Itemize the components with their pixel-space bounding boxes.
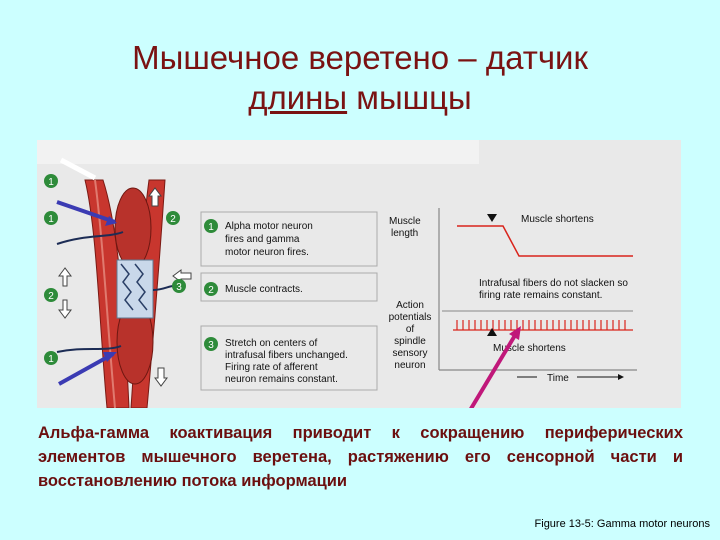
title-line-2: длины мышцы [0,78,720,118]
ap-label-1: Action [396,300,424,311]
marker-1c: 1 [44,351,58,365]
magenta-arrowhead [509,326,521,340]
blue-arrowhead-bottom [103,352,117,362]
marker-1a: 1 [44,174,58,188]
svg-text:1: 1 [48,354,54,365]
shorten-marker-bottom [487,328,497,336]
white-pointer-arrow [59,157,97,181]
intrafusal-note-2: firing rate remains constant. [479,290,602,301]
stretch-arrow-up [58,267,72,287]
title-underlined-word: длины [248,79,348,116]
svg-text:motor neuron fires.: motor neuron fires. [225,247,309,258]
motor-neuron-axon-lower [56,345,122,353]
muscle-length-trace [457,225,633,257]
muscle-shortens-bottom-label: Muscle shortens [493,343,566,354]
shorten-marker-top [487,214,497,222]
title-line-1: Мышечное веретено – датчик [132,39,588,76]
svg-text:fires and gamma: fires and gamma [225,234,300,245]
svg-text:3: 3 [208,340,214,351]
svg-text:1: 1 [48,214,54,225]
svg-text:2: 2 [170,214,176,225]
title-line-2-rest: мышцы [347,79,472,116]
svg-text:1: 1 [48,177,54,188]
svg-text:neuron remains constant.: neuron remains constant. [225,374,338,385]
ap-label-5: sensory [392,348,427,359]
magenta-pointer-arrow [469,330,519,408]
svg-text:3: 3 [176,282,182,293]
intrafusal-note-1: Intrafusal fibers do not slacken so [479,278,628,289]
figure-svg: 1 1 2 3 2 1 1 Alpha motor neuron fires a… [44,157,637,408]
time-label: Time [547,373,569,384]
marker-2b: 2 [44,288,58,302]
blue-pointer-arrow-top [56,200,116,224]
spindle-pole-top [114,187,152,269]
svg-text:Stretch on centers of: Stretch on centers of [225,338,317,349]
graph: Muscle length Action potentials of spind… [389,208,637,384]
afferent-axon [152,285,174,291]
slide-caption: Альфа-гамма коактивация приводит к сокра… [38,424,683,490]
figure-top-strip [37,140,479,164]
contraction-arrow-top [148,187,162,207]
sensory-endings [120,263,148,311]
fiber-highlight [94,179,116,408]
marker-3: 3 [172,279,186,293]
gamma-motor-neuron-figure: 1 1 2 3 2 1 1 Alpha motor neuron fires a… [37,140,681,408]
figure-credit: Figure 13-5: Gamma motor neurons [534,518,710,530]
motor-neuron-axon [56,231,124,245]
action-potential-spikes [456,320,626,330]
marker-2a: 2 [166,211,180,225]
stretch-arrow-down [58,299,72,319]
step-3: 3 Stretch on centers of intrafusal fiber… [200,325,378,391]
muscle-shortens-top-label: Muscle shortens [521,214,594,225]
slide-title: Мышечное веретено – датчик длины мышцы [0,38,720,118]
muscle-illustration: 1 1 2 3 2 1 [44,157,192,408]
svg-text:1: 1 [208,222,214,233]
ap-label-6: neuron [394,360,425,371]
svg-text:intrafusal fibers unchanged.: intrafusal fibers unchanged. [225,350,348,361]
svg-text:Firing rate of afferent: Firing rate of afferent [225,362,318,373]
step-2: 2 Muscle contracts. [200,272,378,302]
svg-text:Alpha motor neuron: Alpha motor neuron [225,221,313,232]
svg-text:Muscle contracts.: Muscle contracts. [225,284,303,295]
spindle-center [116,259,154,319]
svg-text:2: 2 [208,285,214,296]
muscle-length-label-1: Muscle [389,216,421,227]
ap-label-4: spindle [394,336,426,347]
stretch-arrow-center [172,269,192,283]
ap-label-3: of [406,324,415,335]
svg-text:2: 2 [48,291,54,302]
muscle-length-label-2: length [391,228,418,239]
marker-1b: 1 [44,211,58,225]
ap-label-2: potentials [389,312,432,323]
step-1: 1 Alpha motor neuron fires and gamma mot… [200,211,378,267]
contraction-arrow-bottom [154,367,168,387]
blue-pointer-arrow-bottom [58,352,114,386]
blue-arrowhead-top [105,216,117,226]
